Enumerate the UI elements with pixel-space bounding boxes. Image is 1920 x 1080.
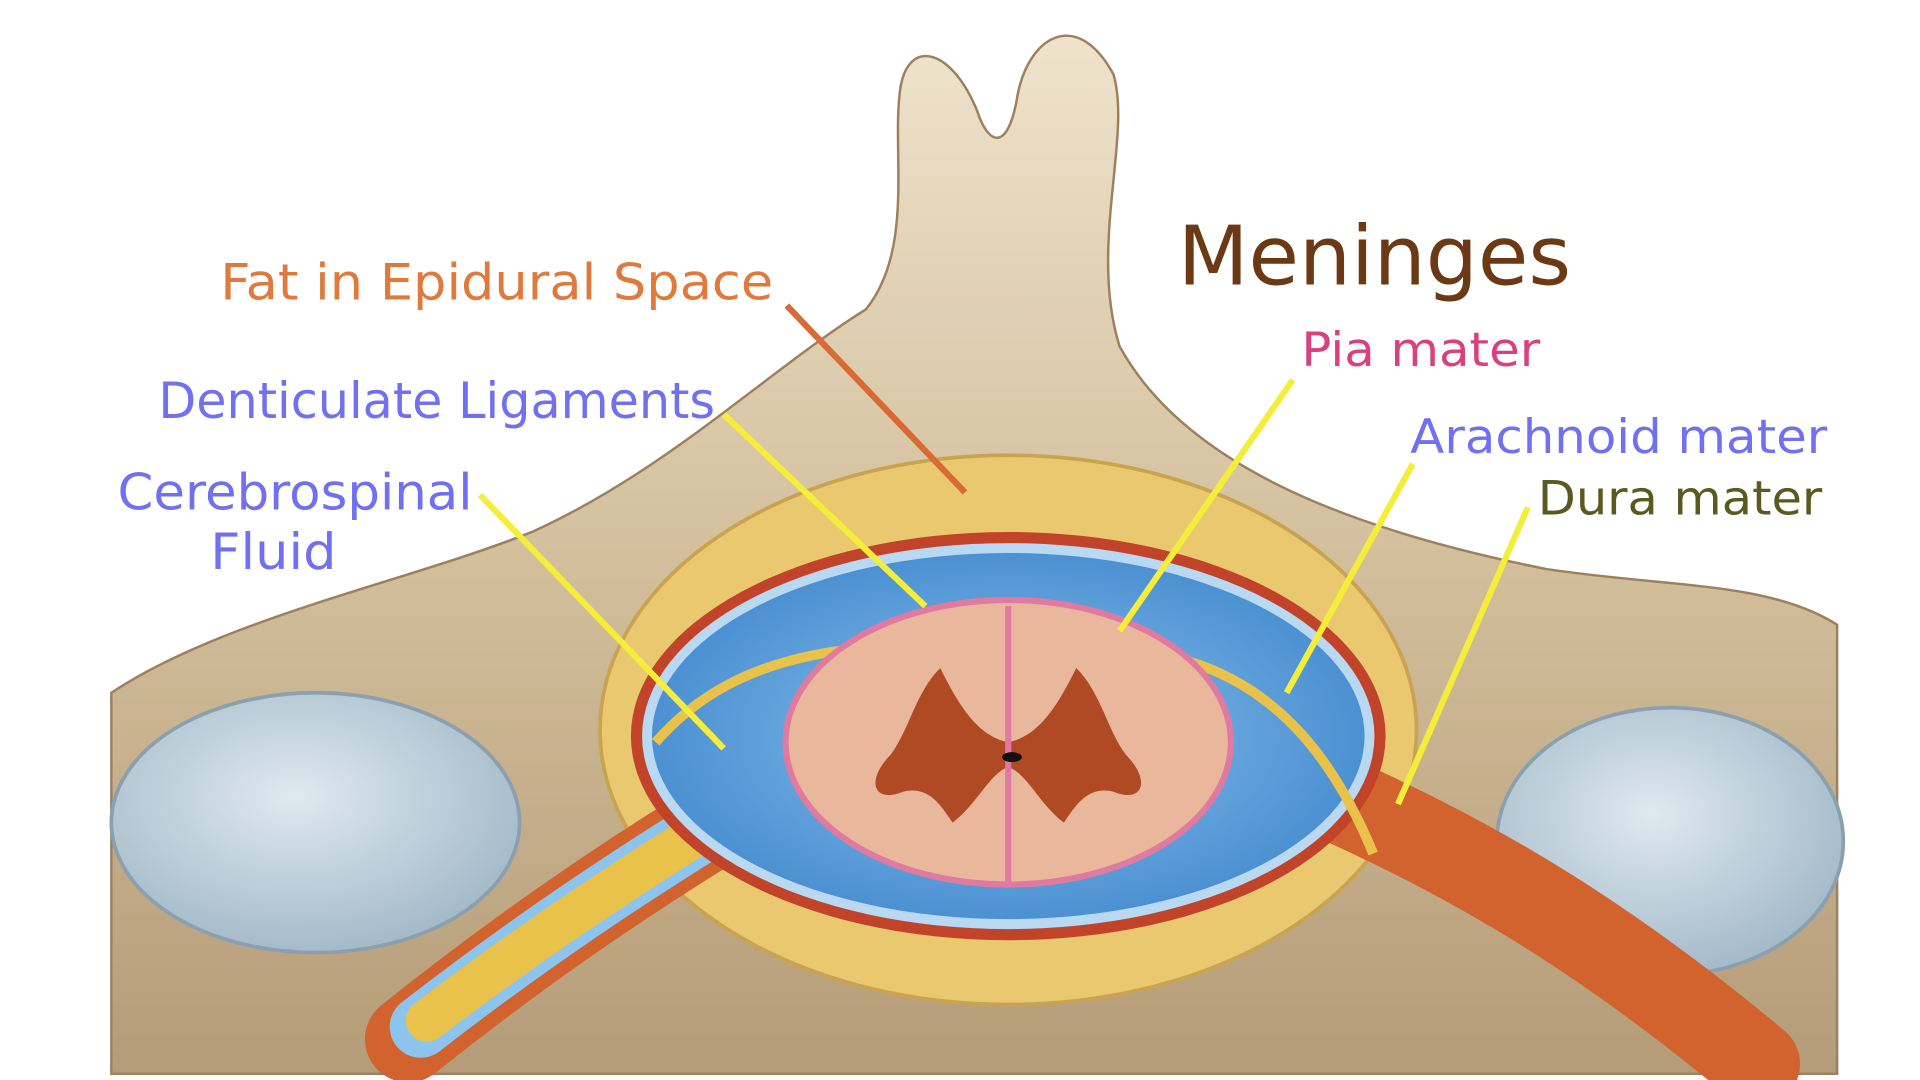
leader-line-arachnoid	[1283, 462, 1416, 695]
leader-line-fat	[784, 303, 968, 495]
leader-line-dura	[1395, 505, 1531, 806]
label-csf-line2: Fluid	[210, 523, 336, 581]
label-fat-epidural: Fat in Epidural Space	[220, 253, 773, 311]
label-denticulate-ligaments: Denticulate Ligaments	[158, 372, 715, 430]
left-facet-joint	[109, 690, 522, 955]
leader-line-pia	[1117, 378, 1296, 633]
label-csf-line1: Cerebrospinal	[118, 464, 473, 522]
label-arachnoid-mater: Arachnoid mater	[1410, 410, 1828, 465]
leader-line-denticulate	[721, 412, 928, 609]
right-nerve-root	[1305, 760, 1800, 1080]
leader-line-csf	[477, 492, 726, 751]
label-pia-mater: Pia mater	[1301, 323, 1540, 378]
diagram-title: Meninges	[1178, 210, 1571, 305]
central-canal	[1002, 752, 1022, 763]
label-dura-mater: Dura mater	[1538, 472, 1823, 527]
